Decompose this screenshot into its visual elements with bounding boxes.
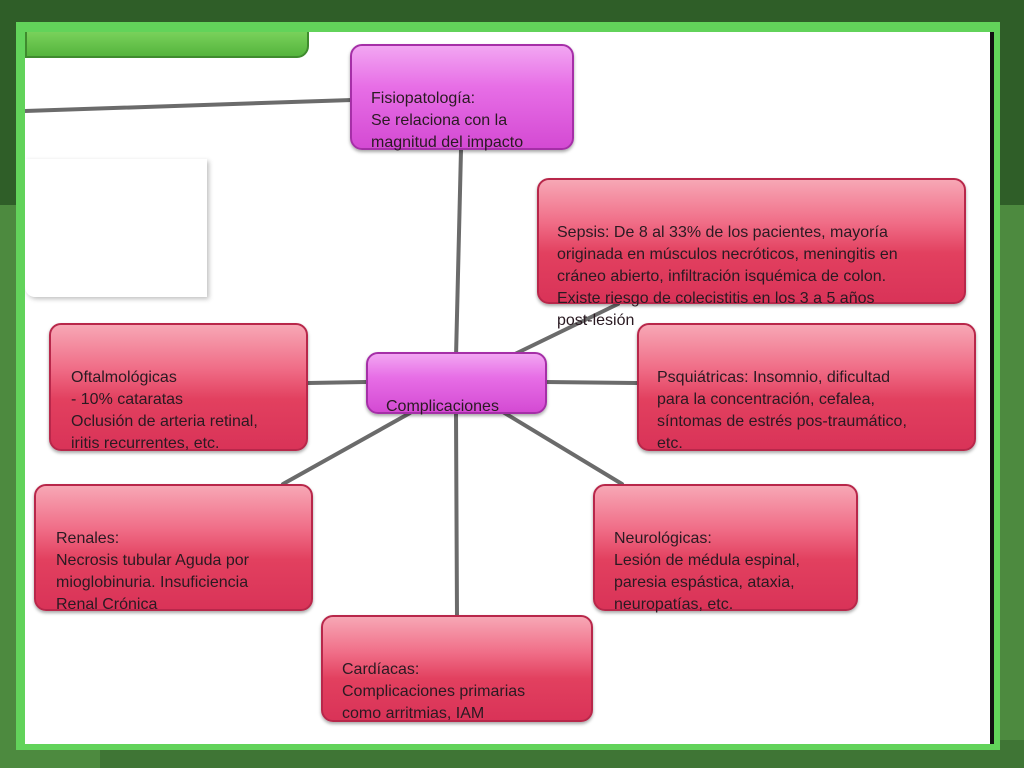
renales-node[interactable]: Renales: Necrosis tubular Aguda por miog… <box>34 484 313 613</box>
link-cardiacas <box>454 411 459 619</box>
link-neurologicas <box>501 410 624 486</box>
link-fisiopatologia <box>454 148 463 359</box>
link-oftalmologicas <box>306 380 368 385</box>
psiquiatricas-text: Psquiátricas: Insomnio, dificultad para … <box>657 369 907 452</box>
canvas-edge <box>990 32 994 744</box>
neurologicas-text: Neurológicas: Lesión de médula espinal, … <box>614 530 800 613</box>
renales-text: Renales: Necrosis tubular Aguda por miog… <box>56 530 249 613</box>
link-renales <box>281 411 412 486</box>
link-sepsis <box>513 302 620 356</box>
psiquiatricas-node[interactable]: Psquiátricas: Insomnio, dificultad para … <box>637 323 976 452</box>
connector-lines <box>25 98 639 619</box>
sepsis-text: Sepsis: De 8 al 33% de los pacientes, ma… <box>557 224 898 329</box>
fisiopatologia-node[interactable]: Fisiopatología: Se relaciona con la magn… <box>350 44 574 151</box>
offscreen-box-partial <box>25 159 207 297</box>
mindmap-canvas: Fisiopatología: Se relaciona con la magn… <box>25 32 990 744</box>
complicaciones-center-node[interactable]: Complicaciones <box>366 352 547 415</box>
oftalmologicas-node[interactable]: Oftalmológicas - 10% cataratas Oclusión … <box>49 323 308 452</box>
sepsis-node[interactable]: Sepsis: De 8 al 33% de los pacientes, ma… <box>537 178 966 329</box>
link-left-top <box>25 98 354 113</box>
cardiacas-text: Cardíacas: Complicaciones primarias como… <box>342 661 526 722</box>
complicaciones-label: Complicaciones <box>386 398 499 415</box>
oftalmologicas-text: Oftalmológicas - 10% cataratas Oclusión … <box>71 369 258 452</box>
offscreen-node-partial <box>25 32 309 58</box>
neurologicas-node[interactable]: Neurológicas: Lesión de médula espinal, … <box>593 484 858 613</box>
fisiopatologia-text: Fisiopatología: Se relaciona con la magn… <box>371 90 524 151</box>
link-psiquiatricas <box>543 380 639 385</box>
cardiacas-node[interactable]: Cardíacas: Complicaciones primarias como… <box>321 615 593 722</box>
